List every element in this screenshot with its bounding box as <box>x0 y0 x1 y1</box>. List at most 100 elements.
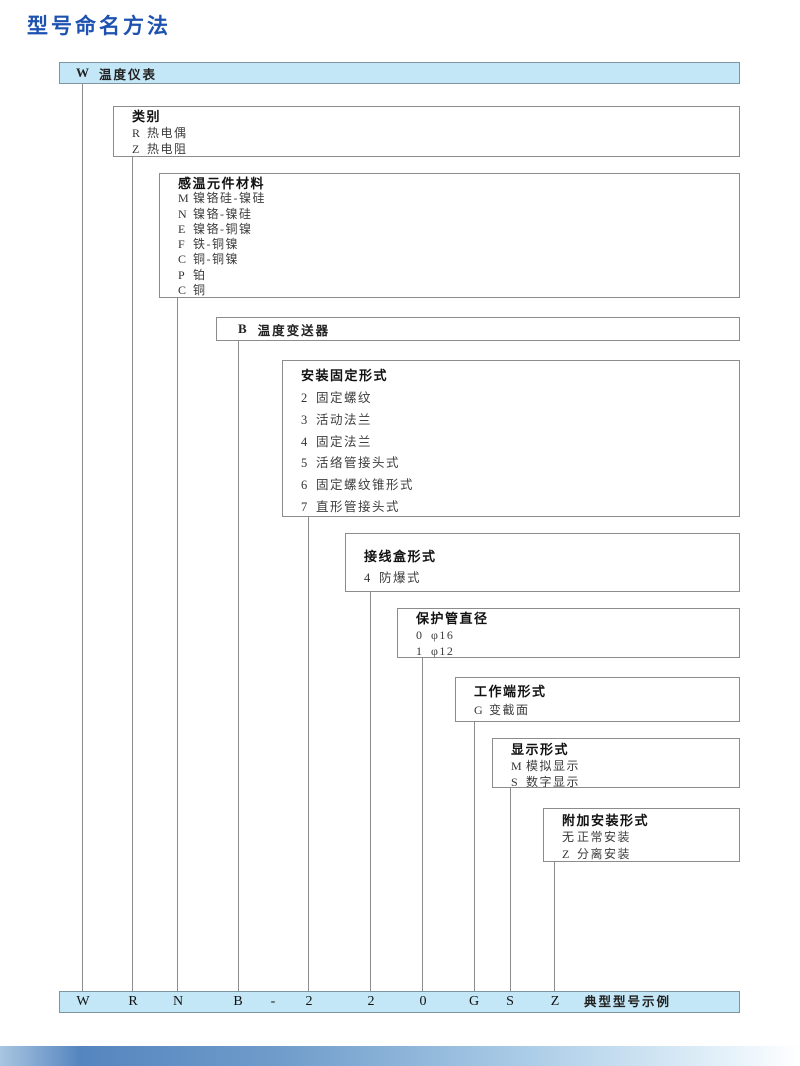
model-code-char: 2 <box>367 994 375 1009</box>
box-items: 4 防爆式 <box>364 568 739 588</box>
item-label: 固定法兰 <box>316 434 373 449</box>
box-title: 接线盒形式 <box>364 549 437 564</box>
item-code: 5 <box>301 456 309 471</box>
item-label: 铜 <box>193 283 207 298</box>
item-code: 6 <box>301 478 309 493</box>
box-protection-tube-diameter: 保护管直径 0 φ16 1 φ12 <box>397 608 740 658</box>
box-code-letter: B <box>238 321 247 336</box>
connector-line <box>82 84 83 992</box>
item-label: 防爆式 <box>379 571 422 585</box>
list-item: 4 防爆式 <box>364 568 739 588</box>
list-item: N 镍铬-镍硅 <box>178 207 739 222</box>
model-code-char: 0 <box>419 994 427 1009</box>
item-label: φ16 <box>431 628 455 642</box>
list-item: G 变截面 <box>474 701 739 720</box>
box-items: 2 固定螺纹 3 活动法兰 4 固定法兰 5 活络管接头式 6 固定螺纹锥形式 7 直形管接头式 <box>301 388 739 516</box>
model-code-char: W <box>76 994 90 1009</box>
list-item: 无正常安装 <box>562 829 739 846</box>
item-code: 0 <box>416 628 423 642</box>
model-code-char: S <box>506 994 514 1009</box>
box-junction-box-type: 接线盒形式 4 防爆式 <box>345 533 740 592</box>
header-bar-label: 温度仪表 <box>99 67 158 82</box>
item-label: 固定螺纹 <box>316 391 373 405</box>
item-code: N <box>178 206 188 221</box>
list-item: Z 分离安装 <box>562 846 739 861</box>
item-label: 分离安装 <box>577 847 632 861</box>
item-code: 3 <box>301 412 309 427</box>
item-code: C <box>178 252 188 267</box>
list-item: 1 φ12 <box>416 643 739 658</box>
item-code: Z <box>562 847 571 861</box>
item-code: 7 <box>301 499 309 514</box>
item-code: 1 <box>416 644 423 658</box>
list-item: Z 热电阻 <box>132 141 739 156</box>
example-model-label: 典型型号示例 <box>584 995 672 1009</box>
item-label: 热电阻 <box>147 142 188 156</box>
list-item: 5 活络管接头式 <box>301 453 739 475</box>
item-code: M <box>178 191 190 206</box>
list-item: 6 固定螺纹锥形式 <box>301 475 739 497</box>
connector-line <box>510 788 511 992</box>
item-code: F <box>178 237 186 252</box>
item-label: 铂 <box>193 267 207 282</box>
item-label: 活动法兰 <box>316 412 373 427</box>
item-label: 变截面 <box>489 703 530 717</box>
box-title: 类别 <box>132 109 162 124</box>
model-code-char: G <box>468 994 480 1009</box>
model-code-char: N <box>172 994 184 1009</box>
item-label: 直形管接头式 <box>316 499 401 514</box>
item-label: 活络管接头式 <box>316 456 401 471</box>
list-item: 0 φ16 <box>416 627 739 643</box>
connector-line <box>370 592 371 992</box>
model-code-char: 2 <box>305 994 313 1009</box>
box-title: 保护管直径 <box>416 611 489 626</box>
list-item: 4 固定法兰 <box>301 432 739 454</box>
box-label: 温度变送器 <box>257 323 331 338</box>
box-temperature-transmitter: B 温度变送器 <box>216 317 740 341</box>
box-title: 显示形式 <box>511 742 570 757</box>
item-code: M <box>511 759 523 773</box>
box-title: 感温元件材料 <box>178 176 266 191</box>
item-code: 4 <box>301 434 309 449</box>
item-label: 固定螺纹锥形式 <box>316 478 415 493</box>
item-code: R <box>132 126 142 140</box>
item-label: 模拟显示 <box>526 759 581 773</box>
item-code: C <box>178 283 188 298</box>
item-code: 4 <box>364 571 372 585</box>
list-item: F 铁-铜镍 <box>178 237 739 252</box>
item-code: Z <box>132 142 141 156</box>
item-label: φ12 <box>431 644 455 658</box>
item-label: 铜-铜镍 <box>193 252 239 267</box>
model-code-char: - <box>270 994 276 1009</box>
box-items: 0 φ16 1 φ12 <box>416 627 739 658</box>
item-label: 镍铬硅-镍硅 <box>193 191 266 206</box>
box-working-end-type: 工作端形式 G 变截面 <box>455 677 740 722</box>
connector-line <box>238 341 239 992</box>
connector-line <box>554 862 555 992</box>
item-code: G <box>474 703 484 717</box>
list-item: C 铜-铜镍 <box>178 252 739 267</box>
connector-line <box>177 298 178 992</box>
model-code-char: B <box>233 994 243 1009</box>
item-label: 镍铬-镍硅 <box>193 206 253 221</box>
item-label: 铁-铜镍 <box>193 237 239 252</box>
item-label: 数字显示 <box>526 775 581 788</box>
box-title: 工作端形式 <box>474 684 547 699</box>
header-code-letter: W <box>76 65 89 80</box>
list-item: 2 固定螺纹 <box>301 388 739 410</box>
item-code: 2 <box>301 391 309 405</box>
